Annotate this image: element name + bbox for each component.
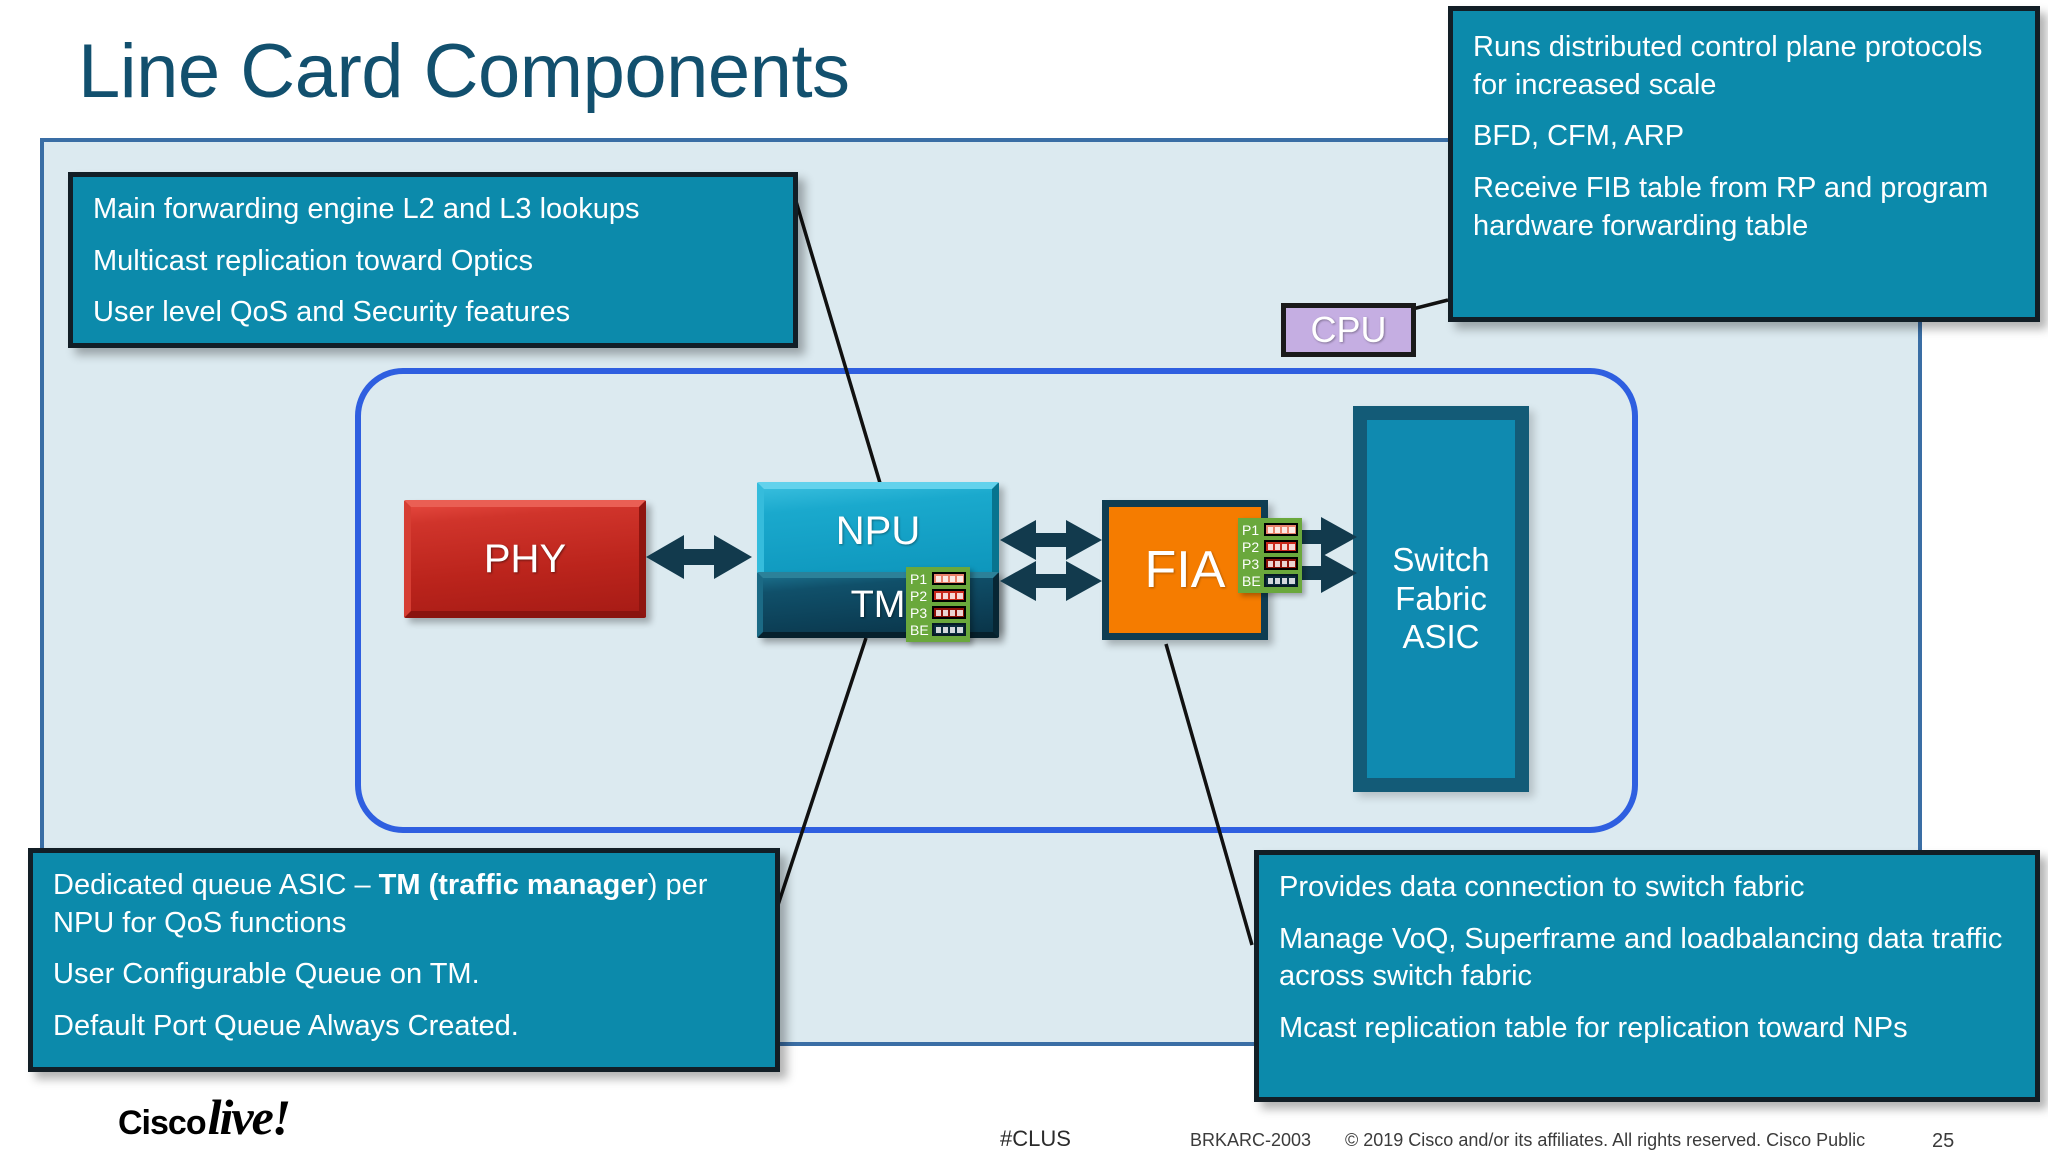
live-wordmark: live! <box>207 1089 292 1145</box>
queue-bar-segment <box>956 575 963 582</box>
callout-npu-line-2: Multicast replication toward Optics <box>93 244 533 277</box>
callout-cpu-line-2: BFD, CFM, ARP <box>1473 120 1685 153</box>
phy-block[interactable]: PHY <box>404 500 646 618</box>
queue-bar-segment <box>1281 577 1288 584</box>
queue-row: P1 <box>1242 521 1298 538</box>
queue-bar-segment <box>1274 526 1281 533</box>
queue-bar-segment <box>1288 560 1295 567</box>
queue-bar-segment <box>956 609 963 616</box>
callout-tm-line-3: Default Port Queue Always Created. <box>53 1010 519 1043</box>
queue-bar-segment <box>1267 577 1274 584</box>
queue-bar-segment <box>1274 577 1281 584</box>
queue-bar-segment <box>1288 526 1295 533</box>
queue-bar-segment <box>942 592 949 599</box>
footer-session-id: BRKARC-2003 <box>1190 1130 1312 1150</box>
queue-label: P1 <box>910 570 928 587</box>
callout-npu: Main forwarding engine L2 and L3 lookups… <box>68 172 798 348</box>
tm-label: TM <box>850 583 906 626</box>
callout-fia: Provides data connection to switch fabri… <box>1254 850 2040 1102</box>
queue-bar-segment <box>935 575 942 582</box>
callout-cpu: Runs distributed control plane protocols… <box>1448 6 2040 322</box>
queue-label: BE <box>910 621 929 638</box>
queue-bar-segment <box>1267 560 1274 567</box>
switch-fabric-label-line3: ASIC <box>1402 618 1480 656</box>
cpu-label: CPU <box>1310 309 1387 350</box>
callout-fia-line-3: Mcast replication table for replication … <box>1279 1012 1908 1045</box>
queue-bar-segment <box>949 592 956 599</box>
queue-bar <box>1264 574 1298 587</box>
queue-label: P3 <box>1242 555 1260 572</box>
queue-label: P2 <box>910 587 928 604</box>
npu-label: NPU <box>835 509 921 553</box>
queue-bar-segment <box>1274 543 1281 550</box>
queue-bar-segment <box>935 626 942 633</box>
callout-npu-line-3: User level QoS and Security features <box>93 296 571 329</box>
queue-bar <box>932 589 966 602</box>
fia-label: FIA <box>1144 541 1226 599</box>
queue-bar <box>1264 540 1298 553</box>
queue-row: P2 <box>1242 538 1298 555</box>
line-card-boundary <box>355 368 1638 833</box>
queue-bar-segment <box>949 575 956 582</box>
callout-tm-line-1: Dedicated queue ASIC – TM (traffic manag… <box>53 867 755 942</box>
callout-tm-line-1-prefix: Dedicated queue ASIC – <box>53 869 379 901</box>
queue-bar-segment <box>935 609 942 616</box>
phy-label: PHY <box>483 536 567 581</box>
callout-npu-line-1: Main forwarding engine L2 and L3 lookups <box>93 193 640 225</box>
queue-bar-segment <box>949 609 956 616</box>
callout-tm-line-1-bold: TM (traffic manager <box>378 869 648 901</box>
queue-bar-segment <box>1281 560 1288 567</box>
queue-bar-segment <box>942 626 949 633</box>
queue-bar-segment <box>956 592 963 599</box>
cisco-wordmark: Cisco <box>118 1104 207 1142</box>
queue-label: BE <box>1242 572 1261 589</box>
queue-bar-segment <box>1267 526 1274 533</box>
queue-row: P3 <box>1242 555 1298 572</box>
switch-fabric-asic-block[interactable]: Switch Fabric ASIC <box>1353 406 1529 792</box>
queue-label: P1 <box>1242 521 1260 538</box>
queue-label: P2 <box>1242 538 1260 555</box>
queue-bar-segment <box>942 609 949 616</box>
callout-cpu-line-1: Runs distributed control plane protocols… <box>1473 31 1983 101</box>
queue-bar <box>932 572 966 585</box>
queue-bar-segment <box>942 575 949 582</box>
queue-row: P2 <box>910 587 966 604</box>
queue-bar-segment <box>1267 543 1274 550</box>
cisco-live-logo: Ciscolive! <box>118 1088 292 1146</box>
page-title: Line Card Components <box>78 29 850 114</box>
cpu-block[interactable]: CPU <box>1281 303 1416 357</box>
queue-bar <box>1264 557 1298 570</box>
queue-bar-segment <box>1288 577 1295 584</box>
queue-bar <box>1264 523 1298 536</box>
queue-bar-segment <box>1274 560 1281 567</box>
queue-bar-segment <box>935 592 942 599</box>
footer <box>0 1076 2048 1152</box>
callout-cpu-line-3: Receive FIB table from RP and program ha… <box>1473 172 1989 242</box>
callout-tm-line-2: User Configurable Queue on TM. <box>53 958 480 991</box>
queue-label: P3 <box>910 604 928 621</box>
footer-hashtag: #CLUS <box>1000 1126 1071 1151</box>
queue-row: P3 <box>910 604 966 621</box>
queue-row: P1 <box>910 570 966 587</box>
queue-bar-segment <box>949 626 956 633</box>
callout-tm: Dedicated queue ASIC – TM (traffic manag… <box>28 848 780 1072</box>
switch-fabric-label-line2: Fabric <box>1395 579 1487 617</box>
queue-bar-segment <box>1281 526 1288 533</box>
queue-row: BE <box>1242 572 1298 589</box>
switch-fabric-label-line1: Switch <box>1392 540 1490 578</box>
callout-tm-line-1-suffix: ) per NPU for QoS functions <box>53 869 708 939</box>
callout-fia-line-1: Provides data connection to switch fabri… <box>1279 871 1805 903</box>
queue-row: BE <box>910 621 966 638</box>
footer-page-number: 25 <box>1932 1130 1955 1152</box>
callout-fia-line-2: Manage VoQ, Superframe and loadbalancing… <box>1279 922 2003 993</box>
footer-copyright: © 2019 Cisco and/or its affiliates. All … <box>1345 1130 1866 1150</box>
queue-bar-segment <box>1288 543 1295 550</box>
queue-bar-segment <box>1281 543 1288 550</box>
queue-bar <box>932 623 966 636</box>
queue-bar-segment <box>956 626 963 633</box>
queue-bar <box>932 606 966 619</box>
